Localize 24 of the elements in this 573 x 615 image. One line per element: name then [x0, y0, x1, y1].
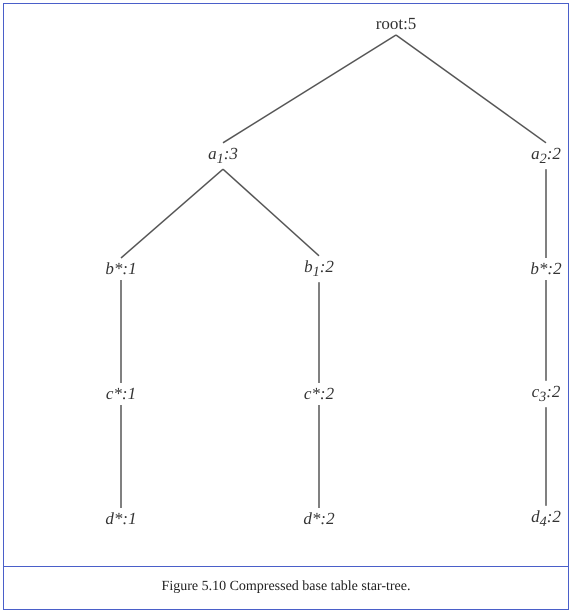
tree-edge — [396, 34, 546, 144]
tree-edge — [222, 34, 396, 144]
tree-node-label: root:5 — [374, 13, 418, 35]
tree-edge — [120, 280, 122, 383]
tree-edge — [222, 168, 320, 256]
tree-edge — [318, 405, 320, 508]
tree-edge — [120, 405, 122, 508]
tree-edge — [545, 407, 547, 506]
tree-node-label: c*:2 — [302, 383, 336, 405]
tree-node-label: b*:2 — [528, 258, 564, 280]
tree-edge — [318, 282, 320, 383]
tree-node-label: a$_{1}$:3 — [206, 142, 240, 170]
tree-node-label: a$_{2}$:2 — [529, 142, 563, 170]
tree-node-label: c$_{3}$:2 — [530, 380, 562, 408]
tree-node-label: d*:1 — [103, 508, 139, 530]
figure-caption: Figure 5.10 Compressed base table star-tree. — [160, 579, 412, 595]
tree-node-label: b*:1 — [103, 258, 139, 280]
tree-node-label: b$_{1}$:2 — [302, 256, 336, 282]
tree-node-label: d*:2 — [301, 508, 337, 530]
tree-node-label: d$_{4}$:2 — [529, 506, 563, 532]
tree-node-label: c*:1 — [104, 383, 138, 405]
tree-edge — [120, 168, 224, 259]
tree-edge — [545, 169, 547, 258]
tree-edge — [545, 280, 547, 381]
